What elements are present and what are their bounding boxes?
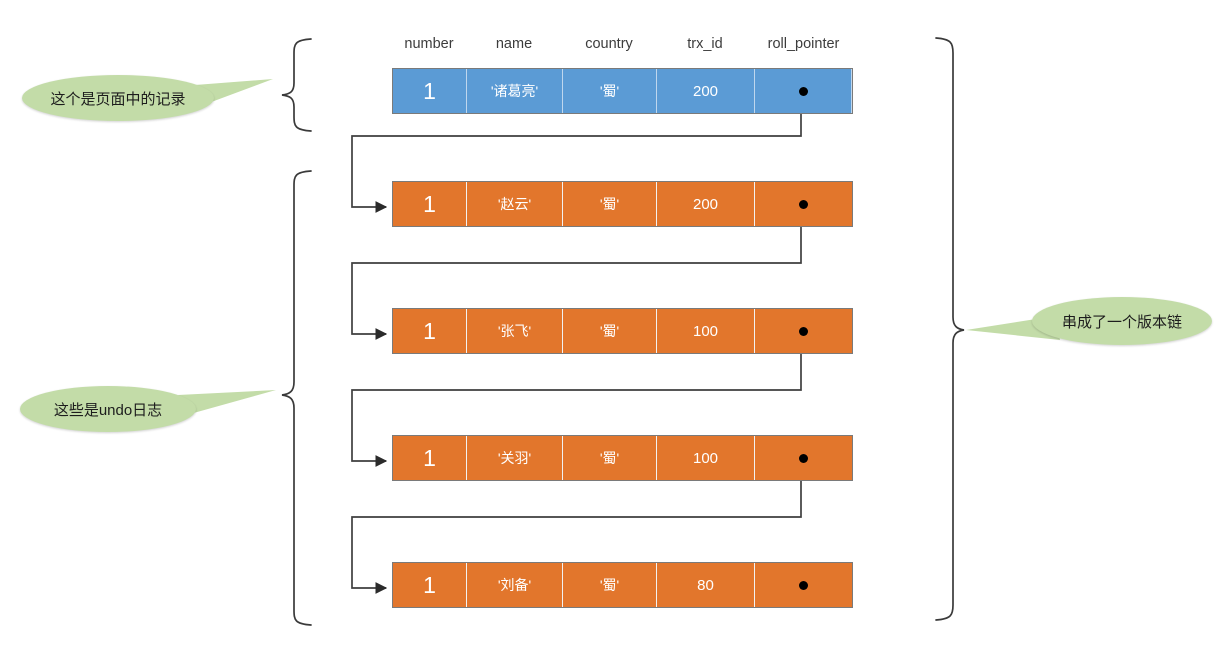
cell-name: '刘备': [467, 563, 563, 607]
cell-trx-id: 80: [657, 563, 755, 607]
cell-roll-pointer: [755, 182, 852, 226]
cell-name: '关羽': [467, 436, 563, 480]
cell-name: '赵云': [467, 182, 563, 226]
callout-version-chain: 串成了一个版本链: [1032, 297, 1212, 345]
cell-trx-id: 200: [657, 182, 755, 226]
cell-country: '蜀': [563, 436, 657, 480]
cell-trx-id: 200: [657, 69, 755, 113]
cell-country: '蜀': [563, 309, 657, 353]
callout-page-record: 这个是页面中的记录: [22, 75, 214, 121]
record-row-undo-3[interactable]: 1 '关羽' '蜀' 100: [392, 435, 853, 481]
connector-undo-3-to-undo-4: [351, 461, 802, 594]
cell-trx-id: 100: [657, 436, 755, 480]
callout-tail-page-record: [195, 79, 273, 104]
record-row-undo-2[interactable]: 1 '张飞' '蜀' 100: [392, 308, 853, 354]
column-header-country: country: [585, 36, 633, 52]
cell-trx-id: 100: [657, 309, 755, 353]
callout-tail-undo-log: [178, 390, 276, 414]
column-header-name: name: [495, 36, 533, 52]
cell-number: 1: [393, 182, 467, 226]
cell-country: '蜀': [563, 182, 657, 226]
bracket-page-record-icon: [281, 38, 312, 132]
callout-undo-log: 这些是undo日志: [20, 386, 196, 432]
cell-roll-pointer: [755, 69, 852, 113]
connector-undo-1-to-undo-2: [351, 207, 802, 340]
cell-name: '张飞': [467, 309, 563, 353]
roll-pointer-dot-icon: [798, 86, 808, 96]
column-header-roll-pointer: roll_pointer: [767, 36, 840, 52]
column-header-number: number: [404, 36, 454, 52]
cell-name: '诸葛亮': [467, 69, 563, 113]
cell-number: 1: [393, 563, 467, 607]
roll-pointer-dot-icon: [799, 580, 808, 590]
cell-number: 1: [393, 69, 467, 113]
record-row-page-record[interactable]: 1 '诸葛亮' '蜀' 200: [392, 68, 853, 114]
record-row-undo-1[interactable]: 1 '赵云' '蜀' 200: [392, 181, 853, 227]
column-header-trx-id: trx_id: [687, 36, 723, 52]
connector-record-to-undo-1: [351, 92, 802, 213]
cell-number: 1: [393, 436, 467, 480]
cell-roll-pointer: [755, 309, 852, 353]
bracket-undo-logs-icon: [281, 170, 312, 626]
cell-country: '蜀': [563, 563, 657, 607]
roll-pointer-dot-icon: [799, 453, 808, 463]
roll-pointer-dot-icon: [799, 199, 808, 209]
connector-undo-2-to-undo-3: [351, 334, 802, 467]
bracket-version-chain-icon: [935, 37, 965, 621]
cell-country: '蜀': [563, 69, 657, 113]
cell-roll-pointer: [755, 436, 852, 480]
cell-number: 1: [393, 309, 467, 353]
record-row-undo-4[interactable]: 1 '刘备' '蜀' 80: [392, 562, 853, 608]
callout-tails: [178, 79, 1060, 414]
roll-pointer-dot-icon: [799, 326, 808, 336]
cell-roll-pointer: [755, 563, 852, 607]
